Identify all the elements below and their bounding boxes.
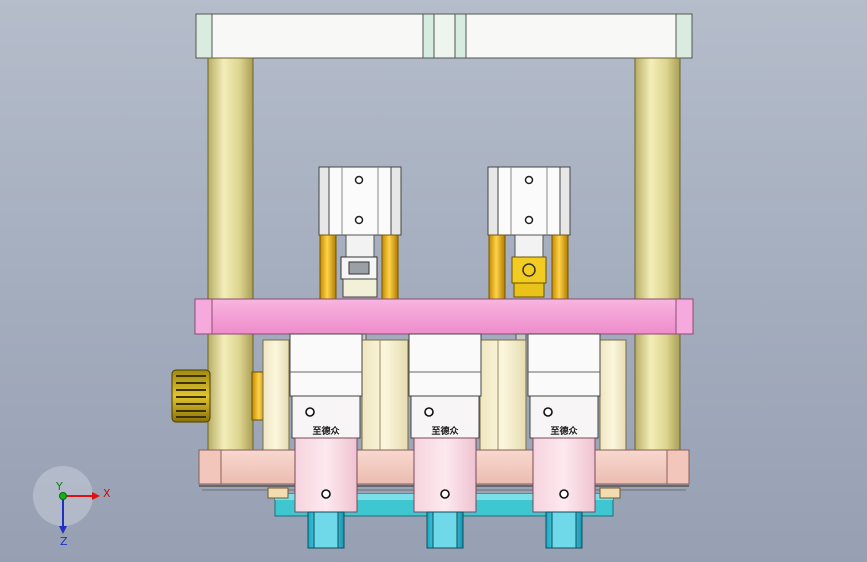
screw-icon: [440, 489, 450, 499]
port-icon: [354, 215, 364, 225]
y-axis-label: Y: [55, 480, 63, 493]
screw-icon: [543, 407, 553, 417]
air-cylinder-right: [487, 166, 571, 300]
air-cylinder-left: [318, 166, 402, 300]
punch-module-3: 至德众: [527, 333, 601, 549]
pink-moving-plate: [194, 298, 694, 341]
screw-icon: [321, 489, 331, 499]
port-icon: [354, 175, 364, 185]
cream-guide-block: [262, 339, 627, 453]
punch-module-2: 至德众: [408, 333, 482, 549]
axis-triad: X Y Z: [33, 466, 111, 548]
top-frame: [195, 13, 693, 59]
screw-icon: [305, 407, 315, 417]
module-label: 至德众: [431, 425, 459, 437]
guide-pillar-right: [634, 57, 681, 455]
z-axis-label: Z: [60, 535, 68, 548]
guide-pillar-left: [207, 57, 254, 455]
y-axis-dot: [59, 492, 67, 500]
module-label: 至德众: [550, 425, 578, 437]
punch-module-1: 至德众: [289, 333, 363, 549]
screw-icon: [559, 489, 569, 499]
x-axis-label: X: [103, 487, 111, 500]
port-icon: [524, 215, 534, 225]
module-label: 至德众: [312, 425, 340, 437]
screw-icon: [424, 407, 434, 417]
port-icon: [524, 175, 534, 185]
